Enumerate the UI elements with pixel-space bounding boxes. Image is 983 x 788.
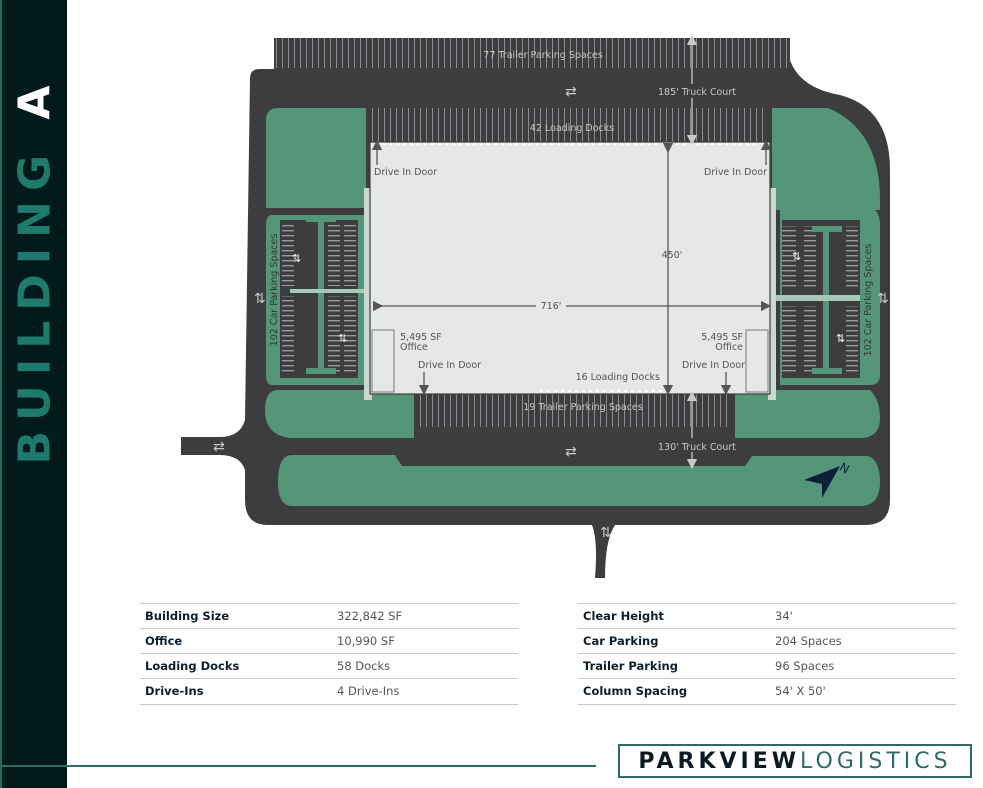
spec-row: Car Parking 204 Spaces	[578, 628, 956, 653]
spec-value: 34'	[775, 609, 793, 623]
spec-label: Loading Docks	[145, 659, 240, 673]
trailer-parking-top-label: 77 Trailer Parking Spaces	[483, 50, 602, 61]
loading-docks-top-label: 42 Loading Docks	[530, 123, 614, 134]
depth-label: 450'	[662, 250, 683, 261]
two-way-arrow-icon: ⇄	[565, 444, 577, 460]
loading-docks-bottom-label: 16 Loading Docks	[576, 372, 660, 383]
two-way-vertical-arrow-icon: ⇅	[600, 525, 612, 541]
spec-row: Trailer Parking 96 Spaces	[578, 653, 956, 678]
spec-row: Office 10,990 SF	[140, 628, 518, 653]
drive-in-bottom-right-label: Drive In Door	[682, 360, 745, 371]
spec-label: Column Spacing	[583, 684, 688, 699]
trailer-parking-bottom	[418, 393, 732, 427]
car-parking-right	[772, 220, 860, 378]
spec-value: 54' X 50'	[775, 684, 826, 699]
car-parking-left-label: 102 Car Parking Spaces	[269, 234, 280, 347]
site-labels-dark: Drive In Door Drive In Door 450' 716' 5,…	[374, 167, 767, 383]
truck-court-top-label: 185' Truck Court	[658, 87, 736, 98]
site-plan: ⇄ ⇄ ⇄ ⇅ ⇅ ⇅ ⇅ ⇅ ⇅ ⇅ N 77 Trailer Parking…	[181, 34, 890, 578]
drive-in-bottom-left-label: Drive In Door	[418, 360, 481, 371]
specs-table-right: Clear Height 34' Car Parking 204 Spaces Tr…	[578, 603, 956, 705]
office-left-label: Office	[400, 342, 428, 353]
spec-label: Clear Height	[583, 609, 664, 623]
two-way-vertical-arrow-icon: ⇅	[292, 252, 301, 265]
two-way-vertical-arrow-icon: ⇅	[792, 250, 801, 263]
two-way-arrow-icon: ⇄	[565, 84, 577, 100]
truck-court-bottom-label: 130' Truck Court	[658, 442, 736, 453]
spec-row: Clear Height 34'	[578, 603, 956, 628]
office-left-size-label: 5,495 SF	[400, 332, 442, 343]
sidebar-band: BUILDING A	[0, 0, 67, 788]
spec-value: 96 Spaces	[775, 659, 835, 673]
office-right-label: Office	[715, 342, 743, 353]
trailer-parking-top	[274, 38, 790, 68]
traffic-arrows: ⇄ ⇄ ⇄ ⇅ ⇅ ⇅ ⇅ ⇅ ⇅ ⇅	[213, 84, 889, 541]
spec-value: 58 Docks	[337, 659, 391, 673]
car-parking-left	[280, 216, 365, 378]
spec-label: Car Parking	[583, 634, 659, 648]
spec-row: Drive-Ins 4 Drive-Ins	[140, 678, 518, 705]
site-labels-light: 77 Trailer Parking Spaces 185' Truck Cou…	[269, 50, 874, 453]
logo-bold-text: PARKVIEW	[638, 748, 801, 774]
spec-row: Column Spacing 54' X 50'	[578, 678, 956, 705]
spec-value: 204 Spaces	[775, 634, 842, 648]
spec-row: Building Size 322,842 SF	[140, 603, 518, 628]
spec-value: 4 Drive-Ins	[337, 684, 400, 699]
two-way-arrow-icon: ⇄	[213, 439, 225, 455]
spec-label: Building Size	[145, 609, 230, 623]
two-way-vertical-arrow-icon: ⇅	[254, 291, 266, 307]
trailer-parking-bottom-label: 19 Trailer Parking Spaces	[523, 402, 642, 413]
building-footprint	[364, 141, 776, 400]
spec-row: Loading Docks 58 Docks	[140, 653, 518, 678]
spec-label: Trailer Parking	[583, 659, 678, 673]
logo-light-text: LOGISTICS	[800, 748, 952, 774]
loading-docks-top	[370, 108, 768, 142]
spec-value: 10,990 SF	[337, 634, 395, 648]
car-parking-right-label: 102 Car Parking Spaces	[863, 244, 874, 357]
office-right-size-label: 5,495 SF	[701, 332, 743, 343]
two-way-vertical-arrow-icon: ⇅	[338, 332, 347, 345]
spec-label: Office	[145, 634, 183, 648]
dimension-lines	[371, 139, 772, 396]
footer-divider	[0, 765, 596, 767]
drive-in-top-left-label: Drive In Door	[374, 167, 437, 178]
two-way-vertical-arrow-icon: ⇅	[877, 291, 889, 307]
two-way-vertical-arrow-icon: ⇅	[836, 332, 845, 345]
drive-in-top-right-label: Drive In Door	[704, 167, 767, 178]
spec-label: Drive-Ins	[145, 684, 204, 699]
spec-value: 322,842 SF	[337, 609, 403, 623]
width-label: 716'	[541, 301, 562, 312]
